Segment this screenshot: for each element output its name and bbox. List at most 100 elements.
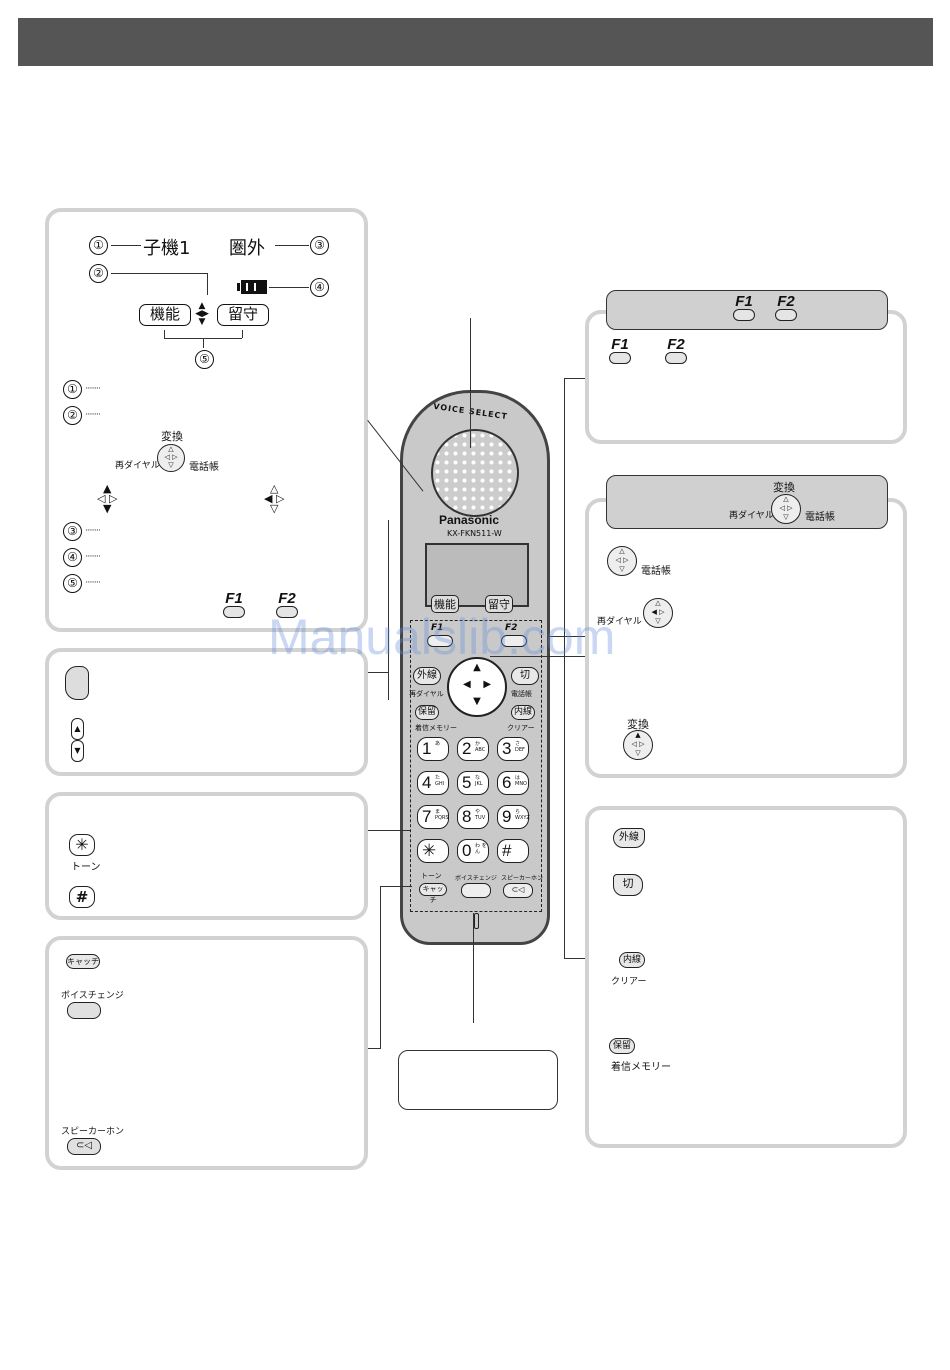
legend-2: ②: [63, 406, 82, 425]
lcd-function-button: 機能: [139, 304, 191, 326]
phone-incoming-memory-label: 着信メモリー: [415, 724, 457, 732]
phone-key-digit: 6: [502, 773, 512, 792]
phone-speakerphone-label: スピーカーホン: [501, 875, 544, 882]
phone-key-sub: さ DEF: [515, 741, 525, 753]
call-keys-panel: 外線 切 内線 クリアー 保留 着信メモリー: [585, 806, 907, 1148]
phone-key-sub: や TUV: [475, 809, 486, 821]
phone-key-digit: 9: [502, 807, 512, 826]
hold-key-icon: 保留: [609, 1038, 635, 1054]
phone-f2-label: F2: [505, 623, 518, 633]
header-redial-label: 再ダイヤル: [729, 511, 774, 521]
phone-tone-label: トーン: [421, 872, 442, 880]
phone-redial-label: 再ダイヤル: [409, 690, 444, 698]
phone-speakerphone-button[interactable]: ⊂◁: [503, 883, 533, 898]
tone-panel: ✳ トーン #: [45, 792, 368, 920]
phone-catch-button[interactable]: キャッチ: [419, 883, 447, 904]
side-key-icon: [65, 666, 89, 700]
microphone-icon: [474, 913, 479, 929]
speakerphone-key-icon: ⊂◁: [67, 1138, 101, 1155]
talk-key-icon: 外線: [613, 828, 645, 848]
handset-body: VOICE SELECT Panasonic KX-FKN511-W 機能 留守…: [400, 390, 550, 945]
convert-label: 変換: [627, 718, 649, 731]
voice-change-key-icon: [67, 1002, 101, 1019]
display-panel: ① 子機1 圏外 ③ ② ④ 機能 ▲◀▶▼ 留守 ⑤ ① ········ ②…: [45, 208, 368, 632]
callout-5: ⑤: [195, 350, 214, 369]
phonebook-nav-icon: △◁ ▷▽: [607, 546, 637, 576]
phone-f1-button[interactable]: [427, 635, 453, 647]
legend-3: ③: [63, 522, 82, 541]
panel-f1-label: F1: [611, 336, 629, 353]
phone-intercom-button[interactable]: 内線: [511, 705, 535, 720]
nav-label-redial: 再ダイヤル: [115, 461, 160, 471]
nav-label-phonebook: 電話帳: [189, 462, 219, 473]
battery-icon: [237, 280, 267, 294]
f-key-panel: F1 F2: [585, 310, 907, 444]
phone-key-9[interactable]: ✳: [417, 839, 449, 863]
phone-key-digit: 0: [462, 841, 472, 860]
keys-dashed-frame: [410, 620, 542, 912]
convert-nav-icon: ▲◁ ▷▽: [623, 730, 653, 760]
extra-keys-panel: キャッチ ボイスチェンジ スピーカーホン ⊂◁: [45, 936, 368, 1170]
phone-key-sub: は MNO: [515, 775, 527, 787]
nav-label-convert: 変換: [161, 430, 183, 443]
phone-key-sub: か ABC: [475, 741, 486, 753]
panel-f1-icon: F1: [607, 336, 633, 364]
model-label: KX-FKN511-W: [447, 529, 502, 538]
phone-hold-button[interactable]: 保留: [415, 705, 439, 720]
phone-phonebook-label: 電話帳: [511, 690, 532, 698]
phone-off-button[interactable]: 切: [511, 667, 539, 685]
legend-4: ④: [63, 548, 82, 567]
legend-1: ①: [63, 380, 82, 399]
phone-key-11[interactable]: #: [497, 839, 529, 863]
phone-voice-change-button[interactable]: [461, 883, 491, 898]
header-f1-icon: F1: [729, 294, 759, 321]
phone-key-sub: ら WXYZ: [515, 809, 530, 821]
redial-nav-icon: △◀ ▷▽: [643, 598, 673, 628]
earpiece-speaker: [431, 429, 519, 517]
header-convert-label: 変換: [773, 481, 795, 494]
phone-nav-key[interactable]: ▲◀ ▶▼: [447, 657, 507, 717]
off-key-icon: 切: [613, 874, 643, 896]
phone-key-digit: 4: [422, 773, 432, 792]
header-f2-label: F2: [777, 293, 795, 310]
header-phonebook-label: 電話帳: [805, 512, 835, 523]
phone-key-sub: わ をん: [475, 843, 487, 855]
legend-4-dots: ········: [85, 552, 101, 562]
legend-1-dots: ········: [85, 384, 101, 394]
intercom-key-icon: 内線: [619, 952, 645, 968]
phone-talk-button[interactable]: 外線: [413, 667, 441, 685]
brand-label: Panasonic: [439, 513, 500, 527]
callout-3: ③: [310, 236, 329, 255]
callout-1: ①: [89, 236, 108, 255]
redial-label: 再ダイヤル: [597, 617, 642, 627]
phone-key-sub: ま PQRS: [435, 809, 449, 821]
phone-key-digit: 1: [422, 739, 432, 758]
phone-lcd-left: 機能: [431, 595, 459, 613]
nav-key-icon: △◁ ▷▽: [157, 444, 185, 472]
header-f2-icon: F2: [771, 293, 801, 321]
legend-2-dots: ········: [85, 410, 101, 420]
callout-2: ②: [89, 264, 108, 283]
nav-arrows-icon: ▲◀▶▼: [195, 301, 209, 327]
f2-label: F2: [278, 590, 296, 607]
speakerphone-label: スピーカーホン: [61, 1127, 125, 1137]
f1-label: F1: [225, 590, 243, 607]
phone-f2-button[interactable]: [501, 635, 527, 647]
note-bubble: [398, 1050, 558, 1110]
phone-f1-label: F1: [431, 623, 444, 633]
hash-key-icon: #: [69, 886, 95, 908]
clear-label: クリアー: [611, 977, 647, 987]
callout-4: ④: [310, 278, 329, 297]
phone-key-digit: ✳: [422, 841, 437, 860]
volume-panel: ▲ ▼: [45, 648, 368, 776]
